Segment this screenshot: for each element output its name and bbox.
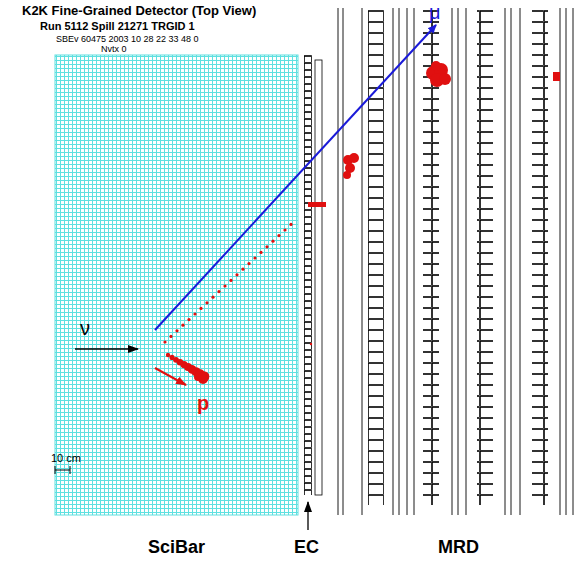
event-info: SBEv 60475 2003 10 28 22 33 48 0 bbox=[56, 35, 199, 44]
scale-label: 10 cm bbox=[51, 453, 81, 464]
neutrino-arrow bbox=[75, 348, 138, 350]
proton-label: p bbox=[197, 393, 209, 413]
mrd-planes bbox=[338, 8, 573, 515]
title: K2K Fine-Grained Detector (Top View) bbox=[22, 4, 256, 17]
vertex-info: Nvtx 0 bbox=[101, 45, 127, 54]
detector-name: EC bbox=[294, 538, 319, 556]
scale-bar bbox=[55, 466, 70, 474]
muon-label: μ bbox=[429, 2, 441, 22]
ec-modules bbox=[304, 55, 312, 495]
detector-name: SciBar bbox=[148, 538, 205, 556]
proton-arrow bbox=[155, 368, 186, 385]
track-hits bbox=[163, 223, 292, 384]
run-info: Run 5112 Spill 21271 TRGID 1 bbox=[40, 21, 195, 32]
ec-pointer bbox=[307, 502, 308, 530]
detector-name: MRD bbox=[438, 538, 479, 556]
neutrino-label: ν bbox=[80, 318, 90, 338]
muon-track bbox=[155, 25, 436, 330]
scibar-grid bbox=[55, 55, 298, 515]
detector-hits bbox=[308, 61, 560, 345]
